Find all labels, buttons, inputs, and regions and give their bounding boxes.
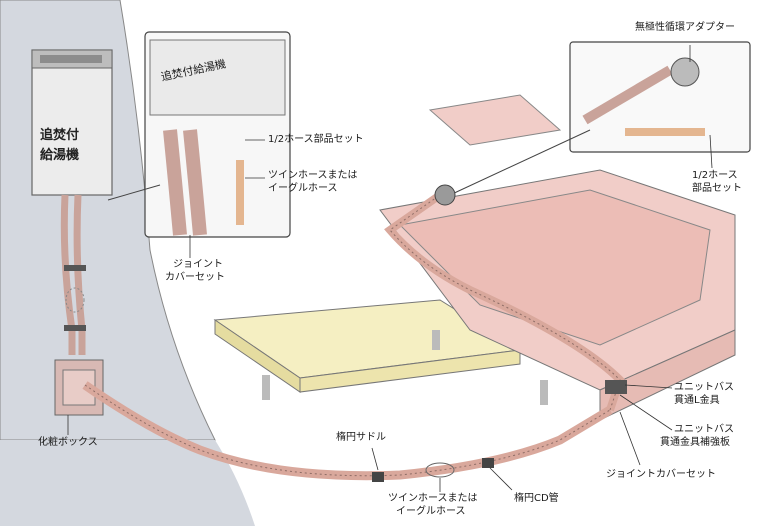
left-inset — [107, 31, 291, 238]
inset-right-adapter: 無極性循環アダプター — [635, 22, 735, 33]
inset-left-twin-hose-line2: イーグルホース — [268, 183, 338, 194]
inset-left-hose-parts: 1/2ホース部品セット — [268, 134, 364, 145]
joint-cover-left-line1: ジョイント — [173, 259, 223, 270]
ellipse-cd-pipe-label: 楕円CD管 — [514, 493, 559, 504]
main-hose — [82, 184, 627, 482]
inset-left-twin-hose-line1: ツインホースまたは — [268, 170, 358, 181]
inset-right-hose-parts-line1: 1/2ホース — [692, 170, 738, 181]
ellipse-saddle-label: 楕円サドル — [336, 432, 386, 443]
floor-pan — [213, 299, 548, 405]
twin-hose-bottom-line1: ツインホースまたは — [388, 493, 478, 504]
wall-pipes — [60, 194, 86, 355]
joint-cover-left-line2: カバーセット — [165, 272, 225, 283]
unitbath-l-bracket-line1: ユニットバス — [674, 382, 734, 393]
unitbath-reinforce-line1: ユニットバス — [674, 424, 734, 435]
joint-cover-right-label: ジョイントカバーセット — [606, 469, 716, 480]
right-inset — [449, 41, 751, 196]
leader-lines — [67, 45, 713, 492]
heater-label-line1: 追焚付 — [40, 128, 80, 143]
inset-right-hose-parts-line2: 部品セット — [692, 183, 742, 194]
heater-label-line2: 給湯機 — [40, 148, 80, 163]
unitbath-reinforce-line2: 貫通金具補強板 — [660, 437, 730, 448]
wall-edge — [0, 440, 255, 526]
makeup-box-label: 化粧ボックス — [38, 437, 98, 448]
water-heater — [31, 49, 113, 196]
twin-hose-bottom-line2: イーグルホース — [396, 506, 466, 517]
unitbath-l-bracket-line2: 貫通L金具 — [674, 395, 720, 406]
bathtub — [379, 94, 736, 421]
